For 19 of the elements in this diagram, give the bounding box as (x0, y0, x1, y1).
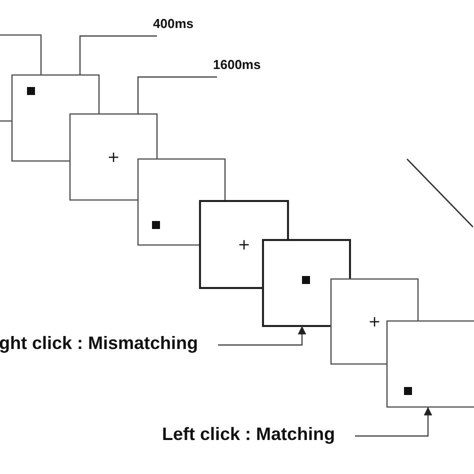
arrow (218, 326, 306, 346)
leader-line (79, 35, 157, 75)
screen-frame (137, 158, 226, 246)
duration-label: 1600ms (213, 58, 261, 71)
screen-frame (11, 74, 100, 162)
screen-frame (199, 200, 289, 289)
fixation-cross: + (368, 312, 381, 330)
fixation-cross: + (107, 148, 120, 166)
screen-frame (0, 34, 42, 122)
screen-frame (386, 320, 474, 408)
arrow (355, 407, 432, 437)
fixation-cross: + (238, 236, 250, 254)
response-label: Left click : Matching (162, 425, 336, 443)
screen-frame (262, 239, 351, 327)
duration-label: 400ms (153, 17, 194, 30)
screen-frame (69, 113, 158, 201)
leader-line (137, 76, 217, 114)
screen-frame (330, 278, 419, 365)
response-label: ght click : Mismatching (0, 334, 198, 352)
